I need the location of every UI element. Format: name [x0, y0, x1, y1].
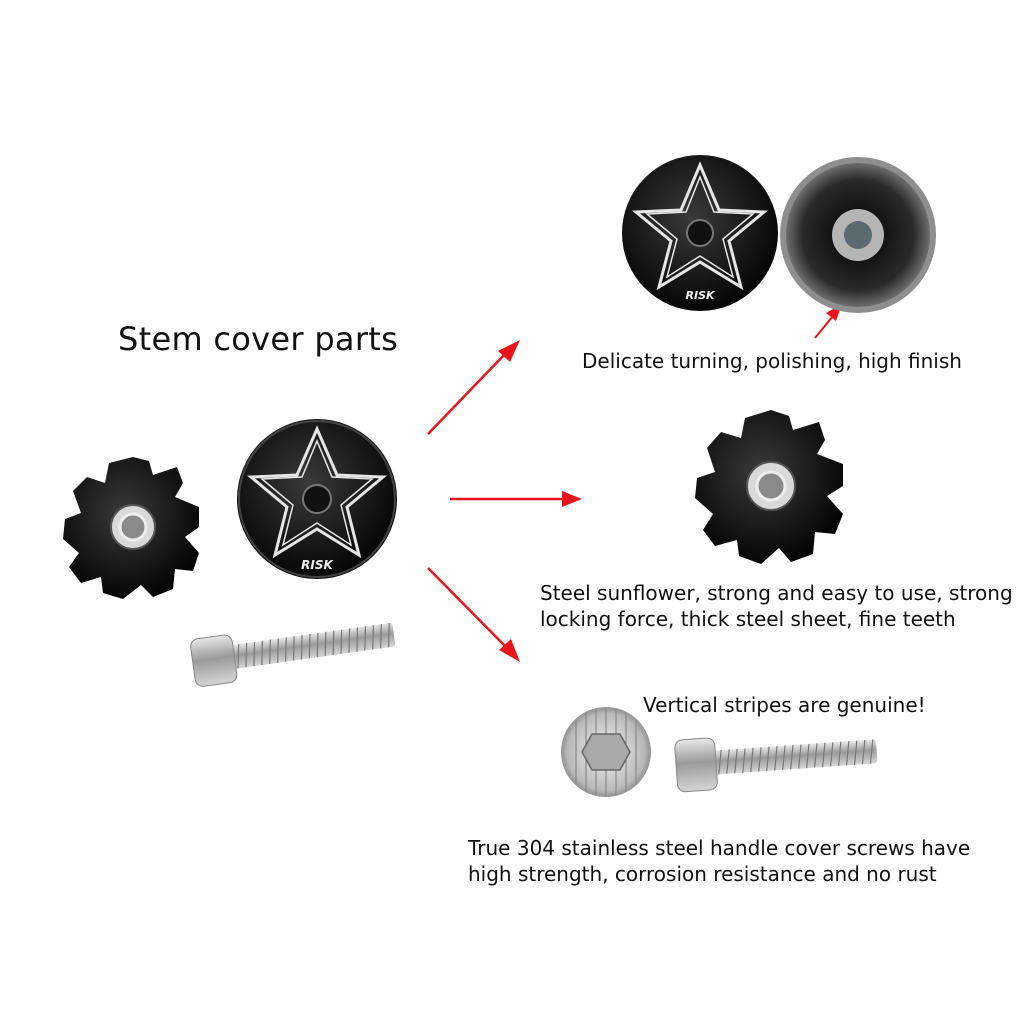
bolt-left: [190, 622, 396, 687]
caption-screw-line2: high strength, corrosion resistance and …: [468, 862, 937, 886]
caption-screw: True 304 stainless steel handle cover sc…: [468, 835, 970, 887]
caption-screw-line1: True 304 stainless steel handle cover sc…: [468, 836, 971, 860]
arrow-to-finish: [427, 340, 520, 435]
caption-sunflower-line2: locking force, thick steel sheet, fine t…: [540, 607, 956, 631]
caption-sunflower-line1: Steel sunflower, strong and easy to use,…: [540, 581, 1013, 605]
bolt-right: [674, 737, 878, 793]
caption-sunflower: Steel sunflower, strong and easy to use,…: [540, 580, 1013, 632]
star-nut-right: [695, 410, 843, 564]
star-top-cap-left: RISK: [237, 419, 397, 579]
caption-finish: Delicate turning, polishing, high finish: [582, 349, 962, 373]
star-nut-left: [63, 457, 199, 599]
star-top-cap-back: [780, 157, 936, 313]
page-title: Stem cover parts: [118, 320, 399, 358]
bolt-head-closeup: [561, 707, 651, 797]
caption-stripes: Vertical stripes are genuine!: [643, 693, 926, 717]
star-top-cap-front: RISK: [622, 155, 778, 311]
arrow-to-sunflower: [450, 491, 582, 507]
arrow-to-screw: [427, 567, 520, 662]
svg-text:RISK: RISK: [685, 289, 715, 302]
brand-logo: RISK: [301, 558, 334, 572]
